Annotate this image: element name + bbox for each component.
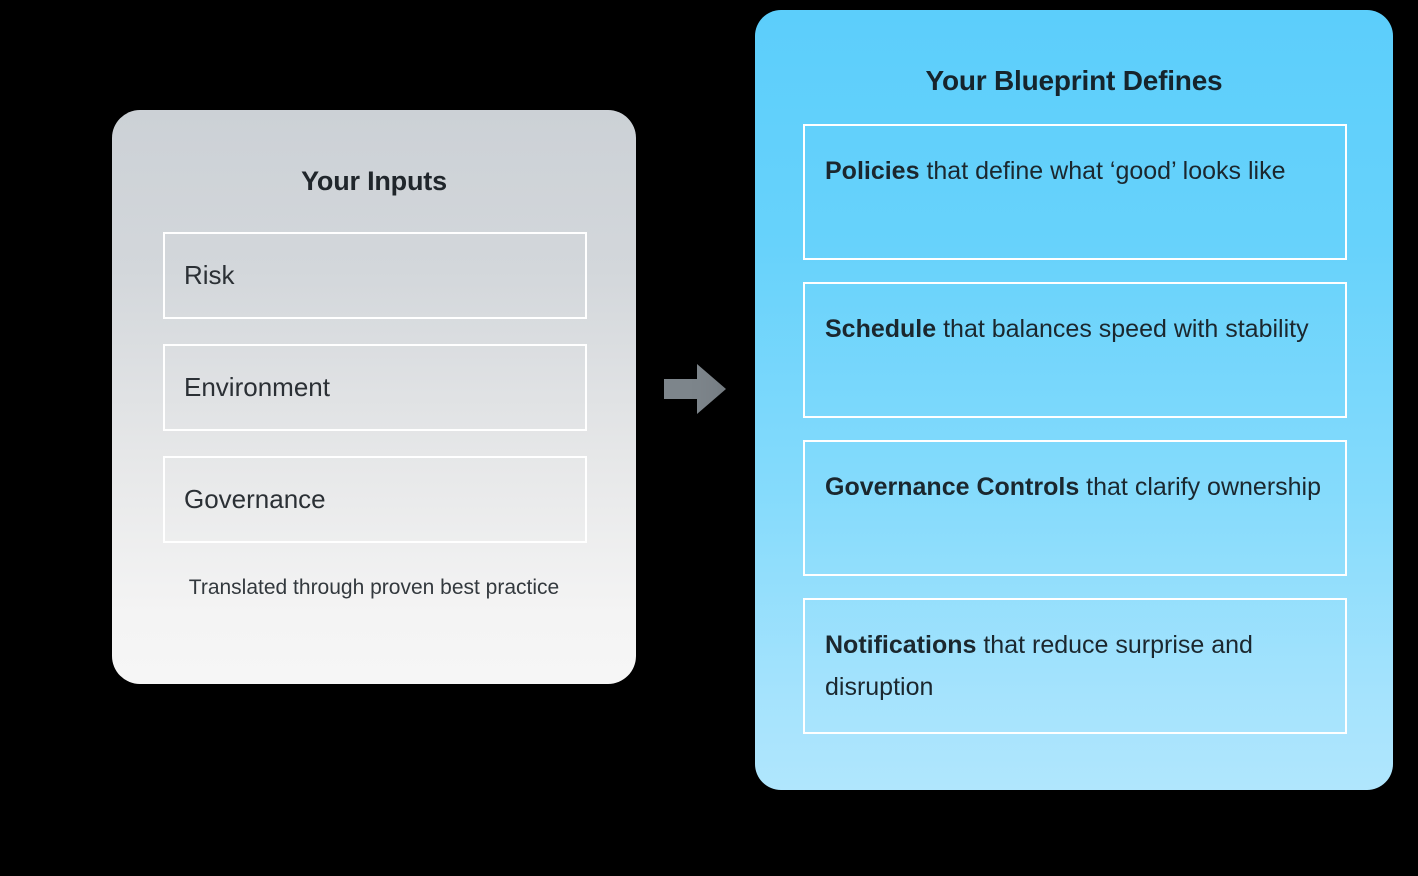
input-row-label: Governance [184,484,326,514]
inputs-card-footnote: Translated through proven best practice [188,576,560,599]
blueprint-item-text: Schedule that balances speed with stabil… [825,308,1323,350]
blueprint-card-title: Your Blueprint Defines [925,65,1223,96]
blueprint-item-description: that define what ‘good’ looks like [919,157,1286,185]
inputs-card-title: Your Inputs [301,166,447,196]
blueprint-item-description: that reduce surprise and disruption [825,631,1253,701]
input-row-risk[interactable]: Risk [163,232,587,319]
blueprint-item-term: Governance Controls [825,473,1080,501]
blueprint-item-term: Schedule [825,315,937,343]
blueprint-item-text: Policies that define what ‘good’ looks l… [825,150,1323,192]
input-row-label: Environment [184,372,330,402]
blueprint-list: Policies that define what ‘good’ looks l… [803,124,1347,756]
blueprint-card: Your Blueprint Defines Policies that def… [755,10,1393,790]
blueprint-item-schedule[interactable]: Schedule that balances speed with stabil… [803,282,1347,418]
blueprint-item-term: Policies [825,157,920,185]
blueprint-item-policies[interactable]: Policies that define what ‘good’ looks l… [803,124,1347,260]
input-row-governance[interactable]: Governance [163,456,587,543]
blueprint-item-text: Governance Controls that clarify ownersh… [825,466,1323,508]
blueprint-item-governance-controls[interactable]: Governance Controls that clarify ownersh… [803,440,1347,576]
input-row-label: Risk [184,260,235,290]
inputs-list: Risk Environment Governance [163,232,587,568]
inputs-card: Your Inputs Risk Environment Governance … [112,110,636,684]
blueprint-item-description: that balances speed with stability [936,315,1309,343]
blueprint-item-term: Notifications [825,631,977,659]
blueprint-item-description: that clarify ownership [1079,473,1322,501]
arrow-right-icon [664,362,726,416]
input-row-environment[interactable]: Environment [163,344,587,431]
blueprint-item-text: Notifications that reduce surprise and d… [825,624,1323,708]
blueprint-item-notifications[interactable]: Notifications that reduce surprise and d… [803,598,1347,734]
